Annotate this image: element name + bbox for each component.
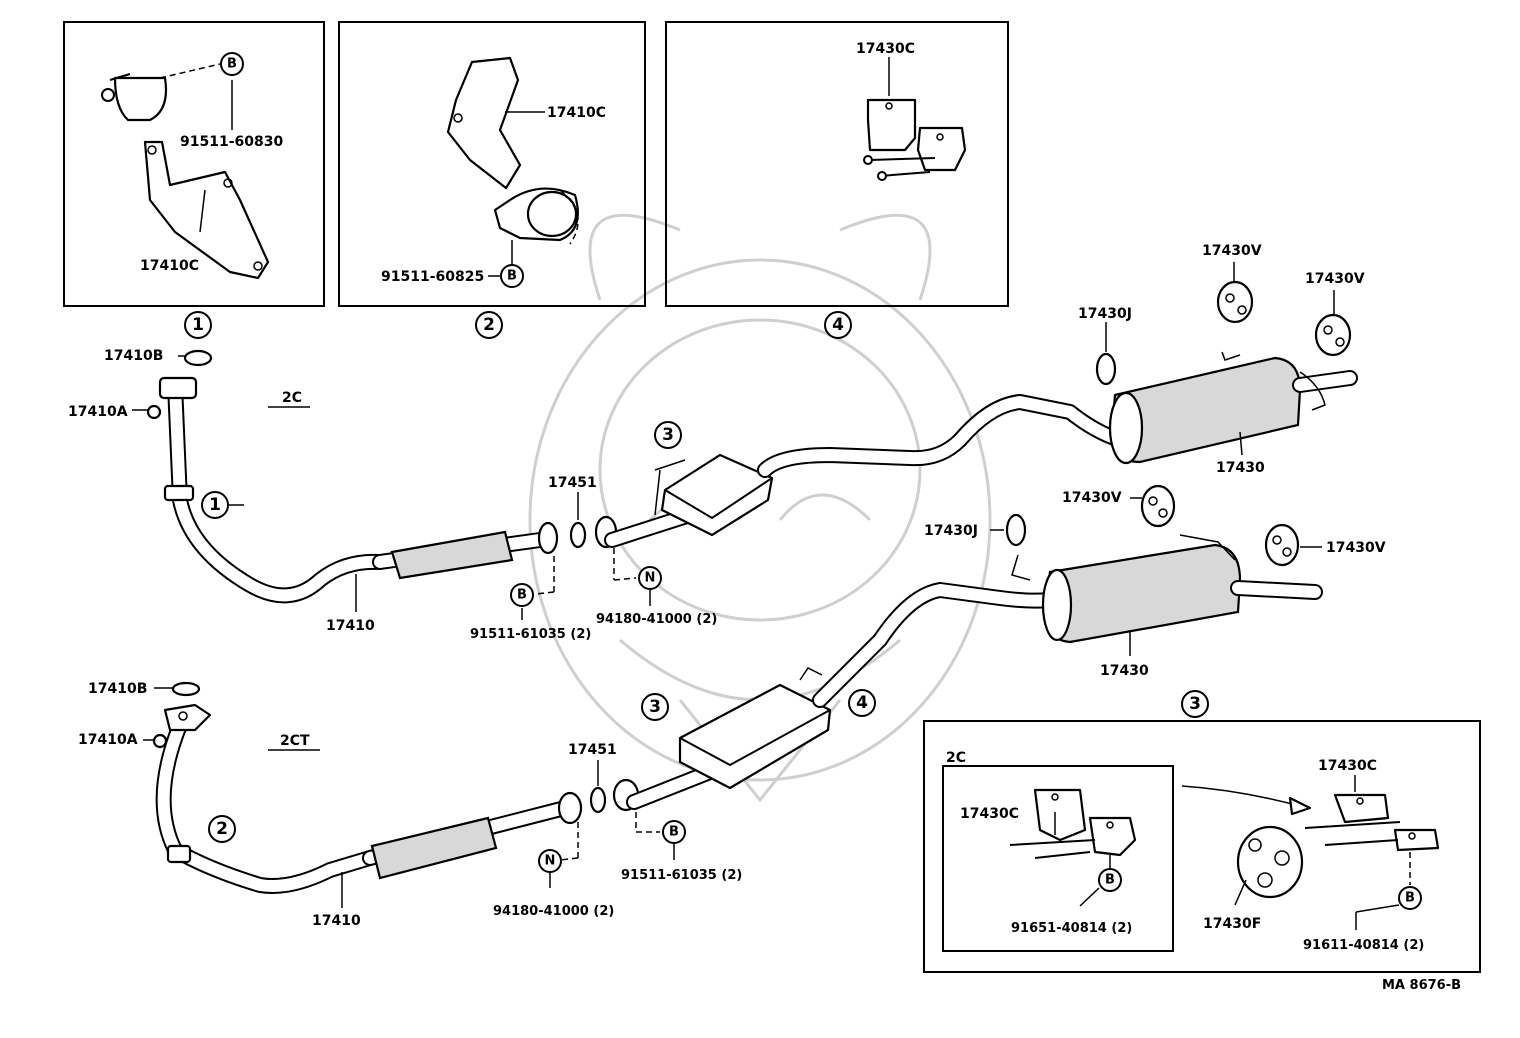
callout-17430J: 17430J bbox=[1078, 306, 1132, 322]
box-number-3: 3 bbox=[1189, 694, 1201, 714]
callout-17430C: 17430C bbox=[960, 806, 1019, 822]
callout-17430V: 17430V bbox=[1305, 271, 1365, 287]
marker-3: 3 bbox=[649, 697, 661, 717]
box-number-2: 2 bbox=[483, 315, 495, 335]
callout-17430: 17430 bbox=[1100, 663, 1149, 679]
callout-17410: 17410 bbox=[326, 618, 375, 634]
lower-assembly-2ct: 2CT bbox=[78, 484, 1386, 929]
callout-17430J: 17430J bbox=[924, 523, 978, 539]
marker-4: 4 bbox=[856, 693, 868, 713]
symbol-b: B bbox=[517, 588, 527, 603]
callout-91611-40814: 91611-40814 (2) bbox=[1303, 938, 1424, 953]
callout-91511-61035: 91511-61035 (2) bbox=[470, 627, 591, 642]
symbol-b: B bbox=[1105, 873, 1115, 888]
inset-box-1: B 91511-60830 17410C bbox=[63, 21, 325, 307]
box-number-4: 4 bbox=[832, 315, 844, 335]
figure-code: MA 8676-B bbox=[1382, 978, 1461, 993]
callout-17410B: 17410B bbox=[104, 348, 163, 364]
callout-91511-60830: 91511-60830 bbox=[180, 134, 283, 150]
callout-17430F: 17430F bbox=[1203, 916, 1261, 932]
callout-17430V: 17430V bbox=[1062, 490, 1122, 506]
symbol-n: N bbox=[645, 571, 656, 586]
box-number-marker bbox=[184, 311, 212, 339]
inset-box-2: B 17410C 91511-60825 bbox=[338, 21, 646, 307]
sub-variant-2c: 2C bbox=[946, 750, 966, 766]
callout-17410C: 17410C bbox=[547, 105, 606, 121]
callout-17430C: 17430C bbox=[856, 41, 915, 57]
callout-17410A: 17410A bbox=[68, 404, 128, 420]
callout-94180-41000: 94180-41000 (2) bbox=[596, 612, 717, 627]
callout-91511-61035: 91511-61035 (2) bbox=[621, 868, 742, 883]
callout-91651-40814: 91651-40814 (2) bbox=[1011, 921, 1132, 936]
callout-17410B: 17410B bbox=[88, 681, 147, 697]
callout-17410: 17410 bbox=[312, 913, 361, 929]
callout-91511-60825: 91511-60825 bbox=[381, 269, 484, 285]
symbol-n: N bbox=[545, 854, 556, 869]
callout-17430V: 17430V bbox=[1326, 540, 1386, 556]
callout-17430: 17430 bbox=[1216, 460, 1265, 476]
box-number-marker bbox=[475, 311, 503, 339]
symbol-b: B bbox=[669, 825, 679, 840]
callout-17410C: 17410C bbox=[140, 258, 199, 274]
symbol-b: B bbox=[1405, 891, 1415, 906]
marker-1: 1 bbox=[209, 495, 221, 515]
callout-94180-41000: 94180-41000 (2) bbox=[493, 904, 614, 919]
callout-17430V: 17430V bbox=[1202, 243, 1262, 259]
callout-17430C: 17430C bbox=[1318, 758, 1377, 774]
symbol-b: B bbox=[227, 57, 237, 72]
callout-17451: 17451 bbox=[568, 742, 617, 758]
engine-variant-2c: 2C bbox=[282, 390, 302, 406]
engine-variant-2ct: 2CT bbox=[280, 733, 310, 749]
box-number-marker bbox=[824, 311, 852, 339]
detail-box-3: 3 2C B B 17430C bbox=[923, 690, 1481, 973]
marker-3: 3 bbox=[662, 425, 674, 445]
box-number-1: 1 bbox=[192, 315, 204, 335]
callout-17410A: 17410A bbox=[78, 732, 138, 748]
symbol-b: B bbox=[507, 269, 517, 284]
inset-box-4: 17430C bbox=[665, 21, 1009, 307]
upper-assembly-2c: 2C bbox=[68, 243, 1365, 642]
callout-17451: 17451 bbox=[548, 475, 597, 491]
marker-2: 2 bbox=[216, 819, 228, 839]
